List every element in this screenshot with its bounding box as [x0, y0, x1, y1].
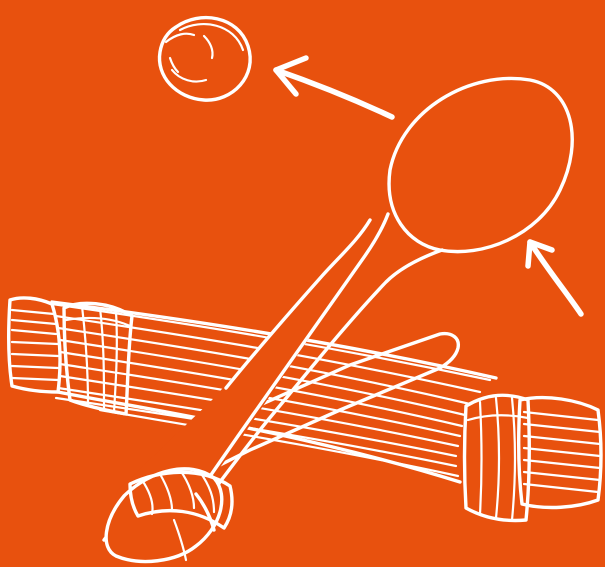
ball-icon [159, 18, 250, 100]
rubber-band-icon [465, 395, 602, 520]
arrow-icon [528, 242, 581, 314]
arrow-icon [276, 58, 392, 117]
